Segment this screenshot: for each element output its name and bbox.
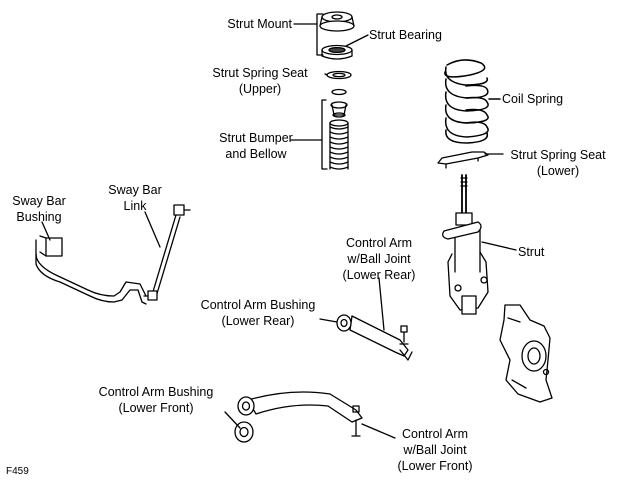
label-control-arm-rear: Control Arm w/Ball Joint (Lower Rear) — [342, 236, 416, 282]
label-strut-spring-seat-upper: Strut Spring Seat (Upper) — [212, 66, 308, 96]
control-arm-front-part — [224, 391, 396, 443]
steering-knuckle-part — [499, 304, 553, 403]
label-strut-spring-seat-lower: Strut Spring Seat (Lower) — [510, 148, 606, 178]
sway-bar-link-part — [143, 204, 191, 301]
washer-part — [331, 88, 347, 96]
strut-bumper-bellow-part — [290, 99, 349, 170]
sway-bar-part — [35, 221, 147, 305]
control-arm-rear-part — [319, 277, 413, 361]
lower-spring-seat-part — [437, 151, 504, 169]
figure-code: F459 — [6, 466, 29, 477]
coil-spring-part — [444, 59, 501, 144]
mount-bracket-leaders — [293, 13, 369, 56]
label-control-arm-front: Control Arm w/Ball Joint (Lower Front) — [397, 427, 473, 473]
label-sway-bar-bushing: Sway Bar Bushing — [12, 194, 66, 224]
label-control-arm-bushing-rear: Control Arm Bushing (Lower Rear) — [200, 298, 316, 328]
upper-spring-seat-part — [324, 70, 352, 80]
label-strut-mount: Strut Mount — [227, 17, 292, 31]
strut-part — [442, 174, 517, 315]
label-control-arm-bushing-front: Control Arm Bushing (Lower Front) — [98, 385, 214, 415]
label-strut-bearing: Strut Bearing — [369, 28, 442, 42]
label-strut: Strut — [518, 245, 545, 259]
strut-mount-part — [319, 11, 355, 32]
label-strut-bumper-bellow: Strut Bumper and Bellow — [219, 131, 293, 161]
label-coil-spring: Coil Spring — [502, 92, 564, 106]
label-sway-bar-link: Sway Bar Link — [108, 183, 162, 213]
strut-bearing-part — [321, 44, 353, 60]
